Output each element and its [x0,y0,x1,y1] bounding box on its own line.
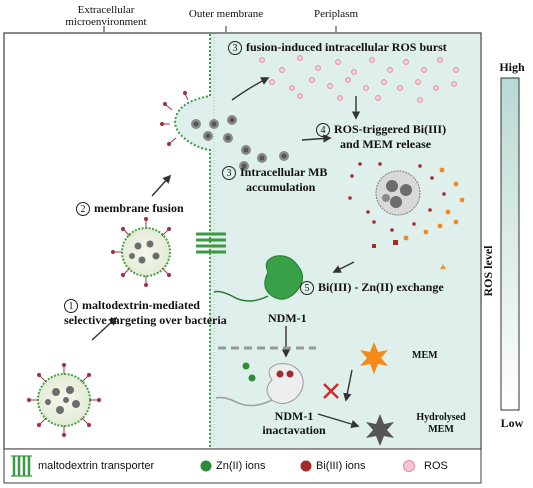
ndm1-inact-text-2: inactavation [262,423,326,437]
legend-zn-label: Zn(II) ions [216,460,266,472]
fused-nanoparticles [191,115,289,171]
legend-transporter-label: maltodextrin transporter [38,460,155,472]
ros-low-label: Low [500,416,524,430]
step3a-text: fusion-induced intracellular ROS burst [246,40,447,54]
step3b-text-1: Intracellular MB [240,165,328,179]
step5-number: 5 [300,281,314,296]
periplasm-region [175,34,480,448]
arrow-step2 [151,174,172,197]
step4-release: 4 ROS-triggered Bi(III) and MEM release [316,122,476,151]
arrow-mem-down [343,369,353,402]
legend-ros-icon [403,460,415,472]
legend-bi-icon [300,460,312,472]
step1-targeting: 1 maltodextrin-mediated selective targeti… [64,298,284,327]
nanoparticle-start-pins [26,362,102,438]
step2-membrane-fusion: 2 membrane fusion [76,201,216,217]
legend-bi-label: Bi(III) ions [316,460,366,472]
block-x-icon [323,383,339,399]
legend-frame [3,448,482,484]
hydro-text-1: Hydrolysed [416,412,466,423]
step1-text-2: selective targeting over bacteria [64,313,227,328]
mem-star [360,342,388,374]
legend-ros-label: ROS [424,460,448,472]
ros-dots [259,55,459,103]
step5-text: Bi(III) - Zn(II) exchange [318,280,444,294]
step3-accumulation: 3 Intracellular MB accumulation [222,165,362,194]
ndm1-enzyme [213,255,303,302]
ndm1-inact-text-1: NDM-1 [274,409,314,423]
step3-ros-burst: 3 fusion-induced intracellular ROS burst [228,40,488,56]
bump-pins [159,90,189,147]
legend-zn-icon [200,460,212,472]
step1-number: 1 [64,299,78,314]
ros-level-title: ROS level [481,245,495,297]
step2-number: 2 [76,202,90,217]
step1-text-1: maltodextrin-mediated [82,298,200,312]
hydro-text-2: MEM [428,424,454,435]
step5-exchange: 5 Bi(III) - Zn(II) exchange [300,280,490,296]
step3b-text-2: accumulation [246,180,316,195]
step4-text-2: and MEM release [340,137,432,152]
hydro-mem-star [366,414,394,446]
transporter-in-membrane [196,232,226,254]
release-cluster [375,170,421,216]
header-extracellular: Extracellular microenvironment [65,4,147,28]
arrow-exchange [332,261,355,273]
step4-number: 4 [316,123,330,138]
outer-membrane [174,34,211,448]
step4-text-1: ROS-triggered Bi(III) [334,122,447,136]
step3b-number: 3 [222,166,236,181]
ros-level-bar [500,77,520,411]
nanoparticle-fusion-pins [110,216,172,288]
legend-transporter-icon [11,455,32,477]
step2-text: membrane fusion [94,201,184,215]
arrow-to-hydro [317,413,360,429]
ndm1-inactivation-label: NDM-1 inactavation [254,409,334,437]
arrow-step1 [91,316,118,341]
mem-label: MEM [412,350,438,361]
hydrolysed-mem-label: Hydrolysed MEM [406,412,476,436]
arrow-to-ros [231,77,270,101]
ndm1-inactive [215,363,304,407]
ndm1-label: NDM-1 [268,311,307,325]
step3a-number: 3 [228,41,242,56]
zn-ions-loose [242,362,256,382]
arrow-to-release [301,134,332,143]
header-periplasm: Periplasm [314,8,358,20]
released-ions [348,162,465,270]
ros-high-label: High [499,60,525,74]
header-outer-membrane: Outer membrane [188,8,264,20]
